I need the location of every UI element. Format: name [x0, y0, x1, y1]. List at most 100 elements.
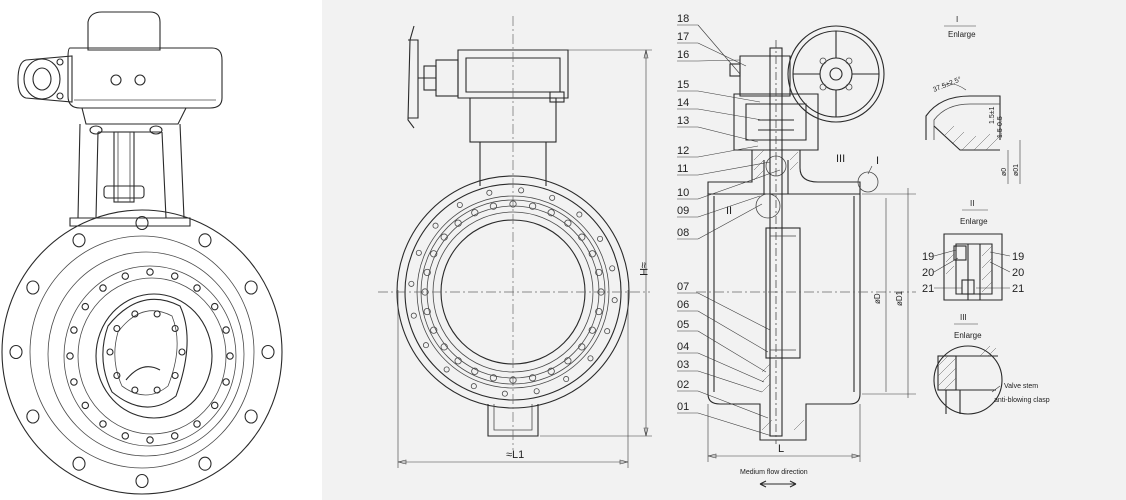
- part-leader-line: [697, 292, 771, 331]
- part-leader-line: [697, 161, 771, 176]
- detail-I-angle: 37.5±2.5°: [932, 75, 963, 94]
- part-leader-line: [697, 169, 781, 200]
- detail-II-hatch: [945, 245, 993, 293]
- seat-bolt-hole: [70, 326, 78, 334]
- part-leader-line: [697, 108, 763, 121]
- flange-bolt-hole: [198, 456, 212, 471]
- seat-bolt-hole: [81, 302, 90, 311]
- disc-bolt-hole: [153, 386, 161, 394]
- detail-I-hatch: [943, 125, 1001, 151]
- front-bolt-hole: [528, 374, 537, 382]
- front-bolt-hole: [430, 326, 438, 334]
- front-bolt-hole: [440, 343, 448, 351]
- seat-bolt-hole: [81, 401, 90, 410]
- callout-III: III: [836, 153, 845, 165]
- mounting-bracket: [69, 107, 191, 227]
- flow-direction-arrow: [759, 480, 797, 488]
- disc-bolt-hole: [153, 310, 161, 318]
- disc-bolt-hole: [131, 310, 139, 318]
- outer-bolt-hole: [415, 249, 422, 256]
- part-leader-line: [697, 310, 769, 353]
- front-bolt-hole: [489, 202, 498, 210]
- callout-I: I: [876, 155, 879, 167]
- seat-bolt-hole: [193, 420, 201, 428]
- disc-bolt-hole: [178, 348, 186, 356]
- seat-bolt-hole: [121, 432, 130, 440]
- front-bolt-hole: [547, 209, 555, 217]
- seat-bolt-hole: [146, 268, 154, 276]
- outer-bolt-hole: [410, 312, 417, 319]
- front-bolt-hole: [597, 288, 605, 296]
- part-leader-line: [697, 390, 769, 419]
- part-leader-line: [697, 42, 747, 67]
- outer-bolt-hole: [609, 265, 616, 272]
- dimension-D1: øD1: [895, 290, 904, 306]
- outer-bolt-hole: [597, 235, 604, 242]
- outer-bolt-hole: [456, 201, 463, 208]
- seat-bolt-hole: [222, 326, 230, 334]
- flange-bolt-hole: [26, 409, 40, 424]
- front-bolt-hole: [471, 209, 479, 217]
- detail-II-title: II: [970, 199, 974, 208]
- flange-bolt-hole: [244, 409, 258, 424]
- seat-bolt-hole: [70, 378, 78, 386]
- part-number-label: 07: [677, 281, 689, 293]
- part-leader-line: [697, 330, 767, 373]
- detail-I: I Enlarge 37.5±2.5° 1.5-0.5 1.5±1: [925, 15, 1021, 184]
- part-number-label: 15: [677, 79, 689, 91]
- disc-bolt-hole: [171, 371, 179, 380]
- detail-I-subtitle: Enlarge: [948, 30, 976, 39]
- seat-bolt-hole: [99, 284, 107, 292]
- seat-bolt-hole: [66, 352, 74, 360]
- detail-I-d0: ø0: [1001, 168, 1008, 176]
- dimension-L1: ≈L1: [506, 449, 524, 461]
- part-leader-line: [697, 59, 741, 62]
- detail-III: III Enlarge Valve stem anti-blowing clas…: [933, 313, 1050, 415]
- part-number-label: 05: [677, 319, 689, 331]
- front-bolt-hole: [471, 367, 479, 375]
- outer-bolt-hole: [611, 297, 618, 304]
- part-number-label: 08: [677, 227, 689, 239]
- detail-II-left-20: 20: [922, 267, 934, 279]
- detail-II-right-21: 21: [1012, 283, 1024, 295]
- outer-bolt-hole: [408, 280, 415, 287]
- disc-bolt-hole: [113, 371, 121, 380]
- front-bolt-hole: [423, 307, 431, 316]
- part-number-label: 10: [677, 187, 689, 199]
- outer-bolt-hole: [501, 390, 508, 397]
- front-bolt-hole: [578, 343, 586, 351]
- section-hatching: [753, 149, 805, 431]
- dimension-H: ≈H: [637, 262, 649, 276]
- front-bolt-hole: [564, 357, 572, 365]
- detail-II-right-20: 20: [1012, 267, 1024, 279]
- dimension-L: L: [778, 443, 784, 455]
- seat-bolt-hole: [121, 272, 130, 280]
- section-view: L øD øD1 I II III Medium flow direction: [696, 25, 916, 488]
- valve-body-flange: [1, 209, 283, 495]
- part-number-label: 18: [677, 13, 689, 25]
- flange-bolt-hole: [9, 344, 23, 360]
- part-leader-line: [697, 145, 759, 158]
- part-number-label: 02: [677, 379, 689, 391]
- callout-II: II: [726, 205, 732, 217]
- outer-bolt-hole: [549, 194, 556, 201]
- outer-bolt-hole: [470, 383, 477, 390]
- detail-III-title: III: [960, 313, 967, 322]
- detail-II-right-19: 19: [1012, 251, 1024, 263]
- flange-bolt-hole: [72, 456, 86, 471]
- part-leader-line: [697, 203, 763, 240]
- seat-bolt-hole: [146, 436, 154, 444]
- part-leader-line: [697, 24, 741, 75]
- front-bolt-hole: [423, 268, 431, 277]
- seat-bolt-hole: [193, 284, 201, 292]
- detail-II-subtitle: Enlarge: [960, 217, 988, 226]
- part-number-label: 14: [677, 97, 689, 109]
- dimension-D: øD: [873, 293, 882, 304]
- part-leader-line: [697, 352, 765, 383]
- flow-direction-label: Medium flow direction: [740, 469, 808, 476]
- front-bolt-hole: [595, 268, 603, 277]
- outer-bolt-hole: [443, 366, 450, 373]
- flange-bolt-hole: [26, 280, 40, 295]
- part-leader-line: [697, 90, 761, 103]
